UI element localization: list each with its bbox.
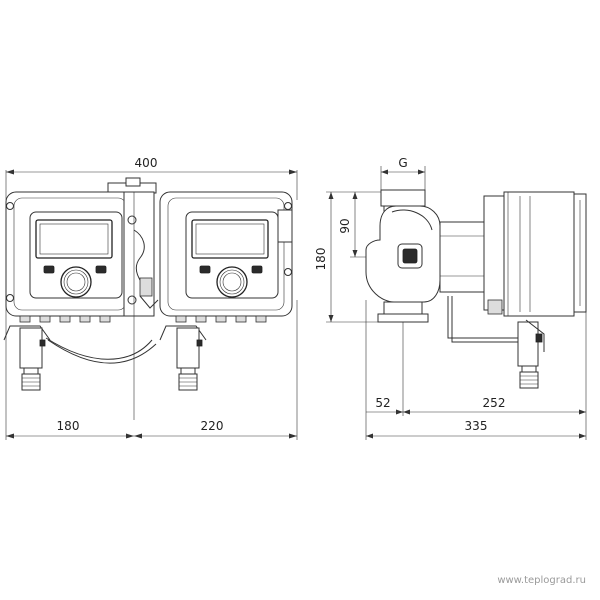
dim-g-label: G (398, 156, 407, 170)
dim-vertical: 180 90 (314, 191, 392, 323)
dim-180-vertical-label: 180 (314, 248, 328, 271)
dim-335-label: 335 (465, 419, 488, 433)
dim-90-label: 90 (338, 218, 352, 233)
right-control-knob-icon (216, 266, 248, 298)
front-view: 400 (3, 156, 298, 440)
dim-bottom-front: 180 220 (5, 300, 298, 440)
dim-52-label: 52 (375, 396, 390, 410)
motor-housing (439, 191, 587, 317)
dim-180-label: 180 (57, 419, 80, 433)
left-back-button-icon (43, 265, 55, 274)
dim-overall-width: 400 (5, 156, 298, 200)
side-view: G 180 90 (314, 156, 587, 440)
dim-400-label: 400 (135, 156, 158, 170)
dim-252-label: 252 (483, 396, 506, 410)
right-menu-button-icon (251, 265, 263, 274)
right-back-button-icon (199, 265, 211, 274)
top-manifold (107, 177, 157, 194)
left-control-knob-icon (60, 266, 92, 298)
watermark: www.teplograd.ru (497, 575, 586, 586)
center-hydraulic (123, 191, 159, 420)
sensors-and-cable (3, 325, 207, 391)
dim-220-label: 220 (201, 419, 224, 433)
side-sensor (447, 296, 545, 389)
right-pump-module (159, 191, 293, 323)
pump-body (365, 189, 441, 323)
dim-bottom-side: 52 252 335 (365, 300, 587, 440)
left-pump-module (5, 191, 135, 323)
left-menu-button-icon (95, 265, 107, 274)
